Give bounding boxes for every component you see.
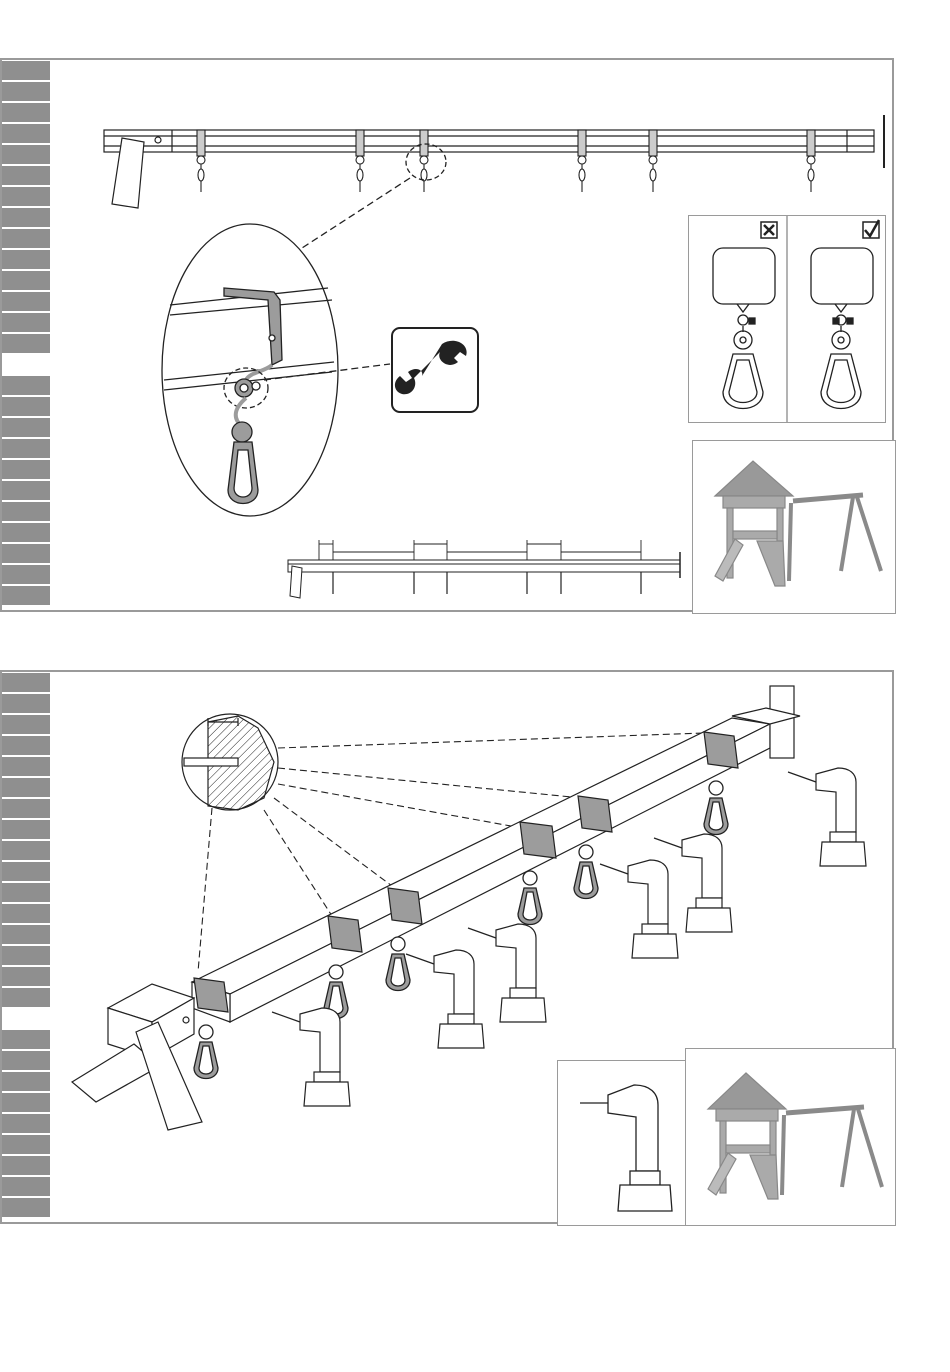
zoom-detail <box>162 224 390 516</box>
carabiner-icon <box>194 1025 218 1079</box>
comparison-box <box>688 215 886 423</box>
wrench-icon <box>392 328 478 412</box>
playset-icon <box>686 1049 894 1225</box>
correct-mark-icon <box>863 220 879 238</box>
playset-box <box>685 1048 896 1226</box>
hook-icon <box>197 130 205 192</box>
drill-icon <box>558 1061 686 1225</box>
drill-icon <box>600 860 678 958</box>
hook-icon <box>578 130 586 192</box>
hook-icon <box>807 130 815 192</box>
drill-box <box>557 1060 687 1226</box>
step-1-panel <box>0 58 894 612</box>
playset-icon <box>693 441 893 611</box>
carabiner-icon <box>386 937 410 991</box>
drill-icon <box>406 950 484 1048</box>
hook-icon <box>649 130 657 192</box>
drill-icon <box>272 1008 350 1106</box>
dimension-beam <box>288 540 680 598</box>
wrong-mark-icon <box>761 222 777 238</box>
hook-icon <box>356 130 364 192</box>
playset-box <box>692 440 896 614</box>
drill-icon <box>788 768 866 866</box>
beam-icon <box>104 115 884 208</box>
zoom-detail-icon <box>182 714 278 810</box>
carabiner-icon <box>574 845 598 899</box>
hook-icon <box>420 130 428 192</box>
carabiner-icon <box>518 871 542 925</box>
carabiner-icon <box>704 781 728 835</box>
step-2-panel <box>0 670 894 1224</box>
drill-icon <box>468 924 546 1022</box>
